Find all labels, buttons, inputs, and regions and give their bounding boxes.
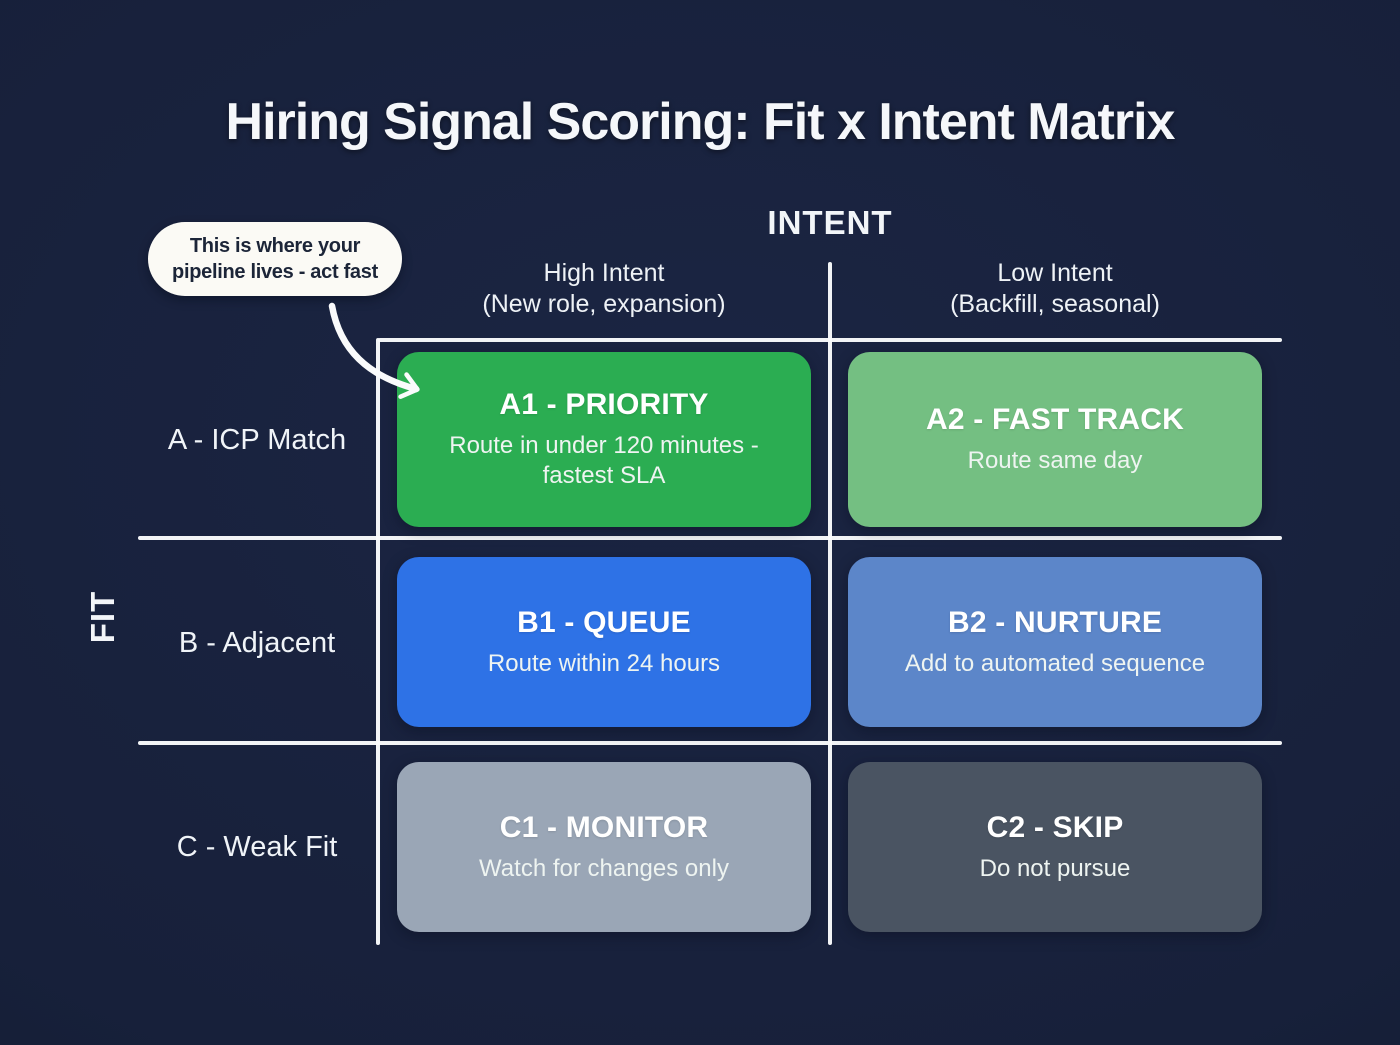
column-header-low-intent: Low Intent (Backfill, seasonal) (848, 258, 1262, 320)
cell-c2-skip: C2 - SKIP Do not pursue (848, 762, 1262, 932)
column-sublabel: (New role, expansion) (482, 290, 726, 318)
grid-line-row-divider-1 (138, 536, 1282, 540)
cell-a2-fast-track: A2 - FAST TRACK Route same day (848, 352, 1262, 527)
cell-subtitle: Do not pursue (979, 854, 1131, 882)
cell-subtitle: Route within 24 hours (487, 649, 721, 677)
cell-title: C2 - SKIP (986, 810, 1124, 844)
fit-axis-label: FIT (84, 590, 121, 644)
cell-title: A1 - PRIORITY (499, 388, 709, 421)
curved-arrow-icon (328, 302, 420, 399)
cell-title: B2 - NURTURE (947, 605, 1163, 639)
cell-subtitle: Route same day (967, 447, 1143, 474)
cell-c1-monitor: C1 - MONITOR Watch for changes only (397, 762, 811, 932)
cell-subtitle: Add to automated sequence (904, 649, 1206, 677)
cell-subtitle: Route in under 120 minutes - fastest SLA (449, 432, 759, 489)
callout-line: This is where your (189, 235, 361, 257)
row-label-icp-match: A - ICP Match (167, 424, 347, 456)
grid-line-row-divider-2 (138, 741, 1282, 745)
cell-title: A2 - FAST TRACK (926, 403, 1184, 436)
page-title: Hiring Signal Scoring: Fit x Intent Matr… (225, 93, 1176, 151)
cell-a1-priority: A1 - PRIORITY Route in under 120 minutes… (397, 352, 811, 527)
column-sublabel: (Backfill, seasonal) (950, 290, 1160, 318)
row-label-adjacent: B - Adjacent (178, 627, 336, 659)
row-label-weak-fit: C - Weak Fit (176, 831, 338, 863)
cell-b2-nurture: B2 - NURTURE Add to automated sequence (848, 557, 1262, 727)
callout-bubble: This is where your pipeline lives - act … (148, 222, 402, 296)
cell-b1-queue: B1 - QUEUE Route within 24 hours (397, 557, 811, 727)
intent-axis-label: INTENT (767, 204, 893, 241)
cell-title: C1 - MONITOR (499, 810, 709, 844)
column-label: Low Intent (997, 259, 1113, 287)
column-label: High Intent (543, 259, 665, 287)
grid-line-column-divider (828, 262, 832, 945)
grid-line-left (376, 338, 380, 945)
cell-title: B1 - QUEUE (517, 605, 691, 639)
column-header-high-intent: High Intent (New role, expansion) (397, 258, 811, 320)
callout-line: pipeline lives - act fast (172, 261, 378, 283)
cell-subtitle: Watch for changes only (479, 854, 729, 882)
